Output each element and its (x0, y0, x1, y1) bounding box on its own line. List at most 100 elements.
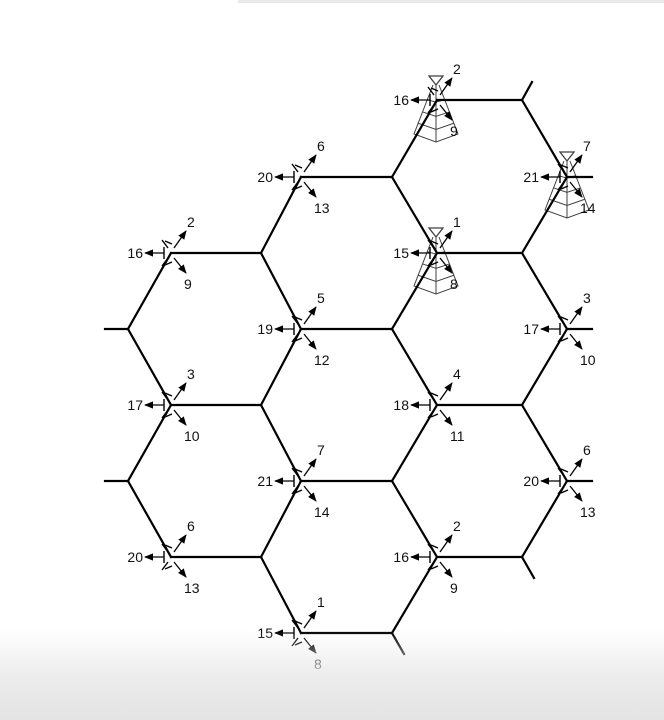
southeast-arrow-icon (439, 561, 453, 578)
hexagon-edge (259, 479, 303, 559)
hexagon-edge (520, 403, 569, 483)
southeast-arrow-icon (569, 333, 583, 350)
antenna-ticks-icon (291, 467, 303, 495)
northeast-arrow-icon (303, 306, 317, 325)
northeast-sector-label: 3 (583, 290, 591, 306)
northeast-arrow-icon (303, 610, 317, 629)
northeast-arrow-icon (173, 382, 187, 401)
west-sector-label: 16 (393, 549, 409, 565)
northeast-sector-label: 5 (317, 290, 325, 306)
northeast-arrow-icon (569, 154, 583, 173)
hexagon-edge (259, 175, 303, 255)
antenna-ticks-icon (427, 543, 439, 571)
west-sector-label: 17 (127, 397, 143, 413)
northeast-sector-label: 7 (317, 442, 325, 458)
southeast-sector-label: 10 (580, 352, 596, 368)
southeast-arrow-icon (173, 409, 187, 426)
hexagon-edge (390, 98, 439, 179)
hexagon-edge (259, 327, 303, 407)
southeast-arrow-icon (173, 257, 187, 274)
southeast-sector-label: 13 (314, 200, 330, 216)
northeast-sector-label: 6 (583, 442, 591, 458)
antenna-ticks-icon (557, 467, 569, 495)
west-sector-label: 21 (257, 473, 273, 489)
hexagon-edge (390, 479, 439, 559)
west-sector-label: 20 (127, 549, 143, 565)
southeast-sector-label: 11 (450, 428, 465, 444)
west-sector-label: 16 (393, 92, 409, 108)
hexagon-edge (390, 403, 439, 483)
southeast-arrow-icon (303, 637, 317, 654)
cell-site: 17 3 10 (523, 290, 595, 368)
west-sector-label: 18 (393, 397, 409, 413)
hexagon-edge (390, 631, 406, 656)
northeast-sector-label: 4 (453, 366, 461, 382)
hexagon-edge (126, 403, 173, 483)
northeast-arrow-icon (303, 458, 317, 477)
southeast-arrow-icon (303, 333, 317, 350)
northeast-arrow-icon (173, 230, 187, 249)
hexagon-edge (390, 555, 439, 635)
cell-tower-icon (544, 151, 590, 219)
hexagon-edge (126, 479, 173, 559)
hexagon-edge (520, 479, 569, 559)
west-sector-label: 17 (523, 321, 539, 337)
hexagon-edge (259, 403, 303, 483)
southeast-sector-label: 14 (314, 504, 330, 520)
hexagon-edge (390, 175, 439, 255)
cell-sites: 1629206132171416291518195121731017310184… (127, 61, 595, 672)
hexagon-edge (126, 327, 173, 407)
hexagon-edge (520, 251, 569, 331)
northeast-sector-label: 2 (453, 518, 461, 534)
northeast-sector-label: 1 (453, 214, 461, 230)
northeast-sector-label: 2 (187, 214, 195, 230)
northeast-sector-label: 1 (317, 594, 325, 610)
west-sector-label: 15 (393, 245, 409, 261)
hexagon-edge (520, 98, 569, 179)
hexagon-edge (390, 251, 439, 331)
cell-site: 18 4 11 (393, 366, 464, 444)
southeast-sector-label: 10 (184, 428, 200, 444)
hexagon-edge (520, 555, 536, 580)
southeast-sector-label: 13 (184, 580, 200, 596)
hexagon-edge (126, 251, 173, 331)
northeast-arrow-icon (173, 534, 187, 553)
cell-site: 20 6 13 (127, 518, 199, 596)
southeast-sector-label: 9 (184, 276, 192, 292)
southeast-sector-label: 8 (450, 276, 458, 292)
southeast-arrow-icon (439, 104, 453, 121)
hexagon-edge (520, 175, 569, 255)
southeast-arrow-icon (439, 409, 453, 426)
cell-tower-icon (413, 75, 459, 143)
southeast-arrow-icon (303, 485, 317, 502)
tower-icons (413, 75, 590, 295)
hexagon-edge (259, 555, 303, 635)
hexagon-edge (390, 327, 439, 407)
southeast-sector-label: 9 (450, 123, 458, 139)
southeast-sector-label: 8 (314, 656, 322, 672)
southeast-arrow-icon (173, 561, 187, 578)
west-sector-label: 19 (257, 321, 273, 337)
northeast-arrow-icon (569, 306, 583, 325)
northeast-sector-label: 7 (583, 138, 591, 154)
northeast-sector-label: 6 (187, 518, 195, 534)
southeast-sector-label: 9 (450, 580, 458, 596)
northeast-arrow-icon (303, 154, 317, 173)
southeast-arrow-icon (569, 485, 583, 502)
west-sector-label: 16 (127, 245, 143, 261)
hexagon-edge (520, 327, 569, 407)
northeast-sector-label: 2 (453, 61, 461, 77)
southeast-sector-label: 13 (580, 504, 596, 520)
northeast-sector-label: 6 (317, 138, 325, 154)
southeast-arrow-icon (303, 181, 317, 198)
hexagon-edge (520, 80, 534, 102)
west-sector-label: 20 (523, 473, 539, 489)
west-sector-label: 15 (257, 625, 273, 641)
cell-site: 21 7 14 (257, 442, 329, 520)
